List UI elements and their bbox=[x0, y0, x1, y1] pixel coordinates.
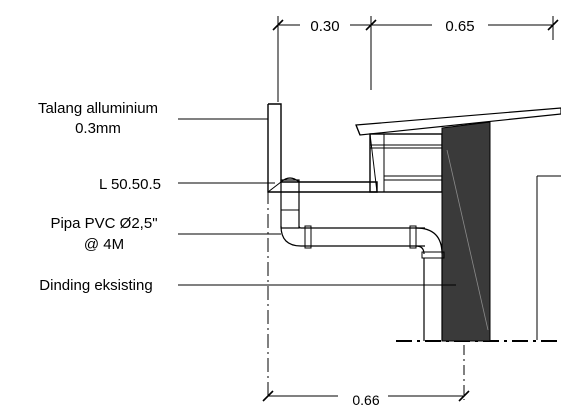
dim-text-top-right: 0.65 bbox=[445, 18, 474, 35]
annotations: Talang alluminium 0.3mm L 50.50.5 Pipa P… bbox=[38, 100, 456, 294]
label-pipe-line1: Pipa PVC Ø2,5" bbox=[50, 215, 157, 232]
fascia-outline bbox=[369, 133, 443, 193]
label-gutter-line1: Talang alluminium bbox=[38, 100, 158, 117]
gutter-profile bbox=[267, 103, 378, 193]
existing-wall bbox=[441, 121, 491, 342]
dim-tick bbox=[365, 19, 377, 31]
dim-text-bottom: 0.66 bbox=[352, 392, 379, 405]
dim-tick bbox=[262, 390, 274, 402]
fascia-box bbox=[369, 133, 443, 193]
label-pipe-line2: @ 4M bbox=[84, 236, 124, 253]
dim-text-top-left: 0.30 bbox=[310, 18, 339, 35]
dim-tick bbox=[272, 19, 284, 31]
pvc-pipe bbox=[280, 177, 445, 341]
roof-edge bbox=[355, 107, 561, 136]
label-angle: L 50.50.5 bbox=[99, 176, 161, 193]
dim-tick bbox=[458, 390, 470, 402]
bottom-dimension: 0.66 bbox=[262, 390, 470, 408]
label-gutter-line2: 0.3mm bbox=[75, 120, 121, 137]
grid-lines bbox=[267, 190, 561, 400]
label-wall: Dinding eksisting bbox=[39, 277, 152, 294]
interior-wall bbox=[536, 175, 561, 340]
top-dimension-chain: 0.30 0.65 bbox=[272, 16, 559, 102]
dim-tick bbox=[547, 19, 559, 31]
gutter bbox=[267, 103, 378, 193]
